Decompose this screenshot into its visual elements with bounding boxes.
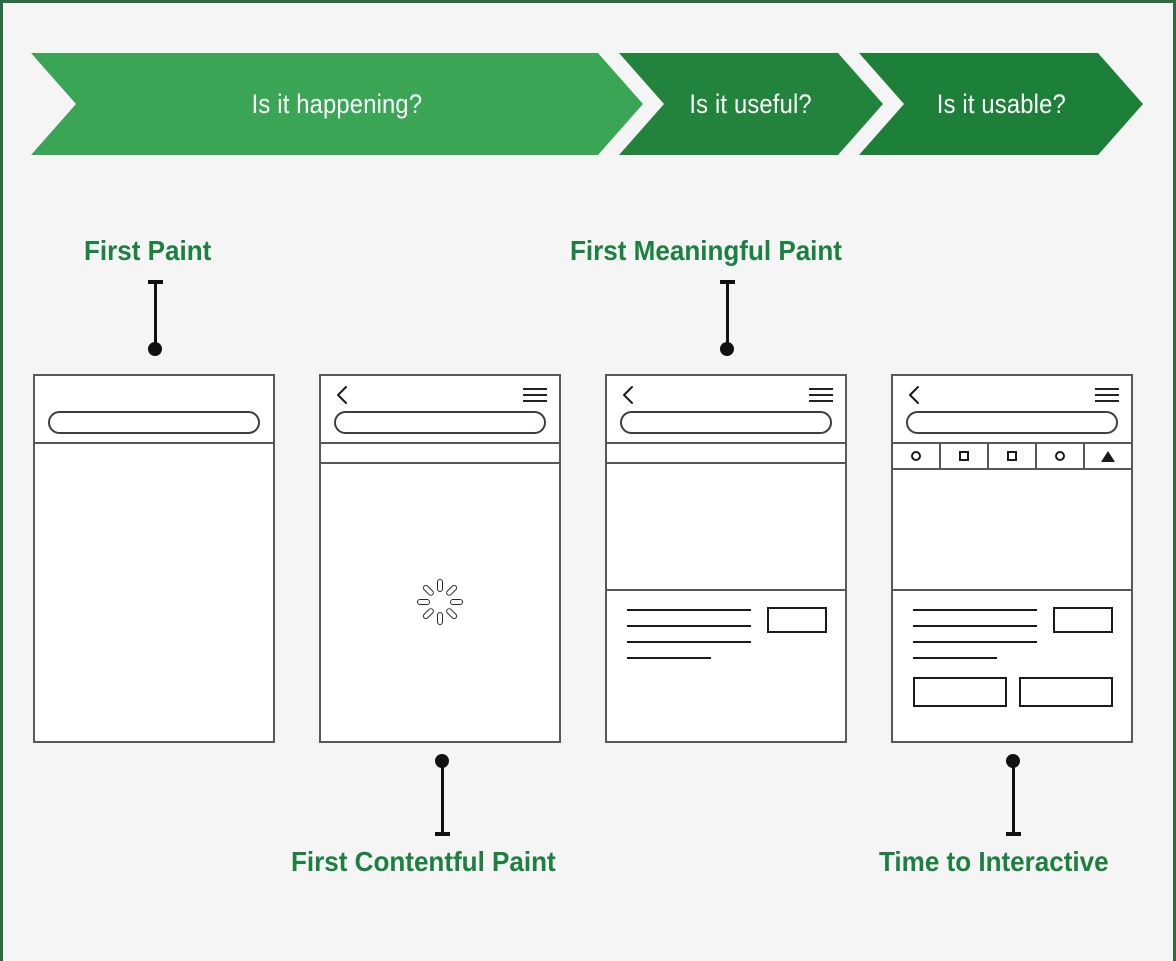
phase-label: Is it happening? (251, 88, 423, 119)
phase-chevron-is-it-useful[interactable]: Is it useful? (619, 53, 883, 155)
hamburger-bar (523, 388, 547, 390)
hamburger-bar (523, 394, 547, 396)
square-icon (1007, 451, 1017, 461)
phone-mockup-first-contentful-paint (319, 374, 561, 743)
spinner-segment (444, 606, 459, 620)
content-section (893, 589, 1131, 707)
connector-dot-icon (148, 342, 162, 356)
spinner-segment (437, 611, 443, 625)
thumbnail-placeholder (767, 607, 827, 633)
url-bar-input[interactable] (334, 411, 546, 434)
hamburger-menu-icon[interactable] (809, 388, 833, 402)
phase-chevron-is-it-happening[interactable]: Is it happening? (31, 53, 643, 155)
text-line-placeholder (627, 609, 751, 611)
hero-placeholder-region (893, 470, 1131, 589)
text-line-placeholder (913, 657, 997, 659)
toolbar-button-1[interactable] (893, 444, 941, 468)
page-viewport (321, 464, 559, 739)
metric-label-first-meaningful-paint: First Meaningful Paint (570, 235, 842, 266)
toolbar-button-3[interactable] (989, 444, 1037, 468)
back-arrow-icon[interactable] (333, 384, 351, 406)
hamburger-bar (523, 400, 547, 402)
toolbar-button-2[interactable] (941, 444, 989, 468)
phone-mockup-first-meaningful-paint (605, 374, 847, 743)
toolbar-button-4[interactable] (1037, 444, 1085, 468)
browser-chrome-bar (893, 376, 1131, 444)
hamburger-bar (809, 388, 833, 390)
browser-chrome-bar (607, 376, 845, 444)
metric-label-time-to-interactive: Time to Interactive (879, 846, 1109, 877)
spinner-segment (417, 598, 430, 605)
hero-placeholder-region (607, 464, 845, 589)
phase-banner: Is it happening? Is it useful? Is it usa… (3, 53, 1176, 155)
text-line-placeholder (627, 657, 711, 659)
page-viewport (35, 444, 273, 741)
circle-icon (911, 451, 921, 461)
square-icon (959, 451, 969, 461)
text-line-placeholder (913, 609, 1037, 611)
text-line-placeholder (913, 625, 1037, 627)
connector-stem-icon (441, 758, 444, 836)
browser-chrome-bar (321, 376, 559, 444)
phone-mockup-time-to-interactive (891, 374, 1133, 743)
connector-cap-icon (435, 832, 450, 836)
url-bar-input[interactable] (906, 411, 1118, 434)
connector-stem-icon (726, 280, 729, 352)
thumbnail-placeholder (1053, 607, 1113, 633)
spinner-segment (450, 598, 463, 605)
content-section (607, 589, 845, 659)
spinner-segment (444, 583, 459, 597)
secondary-strip-band (607, 444, 845, 464)
connector-dot-icon (720, 342, 734, 356)
phase-label: Is it usable? (936, 88, 1066, 119)
text-line-placeholder (627, 641, 751, 643)
toolbar-button-5[interactable] (1085, 444, 1131, 468)
hamburger-menu-icon[interactable] (523, 388, 547, 402)
spinner-segment (437, 578, 443, 592)
hamburger-bar (809, 400, 833, 402)
text-line-placeholder (913, 641, 1037, 643)
phase-chevron-is-it-usable[interactable]: Is it usable? (859, 53, 1143, 155)
connector-cap-icon (1006, 832, 1021, 836)
connector-first-paint (143, 280, 167, 356)
spinner-segment (421, 583, 436, 597)
action-button-right[interactable] (1019, 677, 1113, 707)
browser-chrome-bar (35, 376, 273, 444)
url-bar-input[interactable] (48, 411, 260, 434)
connector-time-to-interactive (1001, 754, 1025, 836)
hamburger-bar (1095, 394, 1119, 396)
icon-toolbar (893, 444, 1131, 470)
circle-icon (1055, 451, 1065, 461)
hamburger-bar (1095, 400, 1119, 402)
connector-stem-icon (154, 280, 157, 352)
phone-mockup-first-paint (33, 374, 275, 743)
action-button-left[interactable] (913, 677, 1007, 707)
action-button-row (913, 677, 1113, 707)
back-arrow-icon[interactable] (619, 384, 637, 406)
metric-label-first-contentful-paint: First Contentful Paint (291, 846, 556, 877)
hamburger-bar (809, 394, 833, 396)
connector-first-meaningful-paint (715, 280, 739, 356)
loading-spinner-icon (416, 578, 464, 626)
spinner-segment (421, 606, 436, 620)
connector-stem-icon (1012, 758, 1015, 836)
metric-label-first-paint: First Paint (84, 235, 212, 266)
back-arrow-icon[interactable] (905, 384, 923, 406)
url-bar-input[interactable] (620, 411, 832, 434)
hamburger-menu-icon[interactable] (1095, 388, 1119, 402)
hamburger-bar (1095, 388, 1119, 390)
text-line-placeholder (627, 625, 751, 627)
secondary-strip-band (321, 444, 559, 464)
connector-first-contentful-paint (430, 754, 454, 836)
phase-label: Is it useful? (689, 88, 813, 119)
triangle-icon (1101, 450, 1115, 462)
